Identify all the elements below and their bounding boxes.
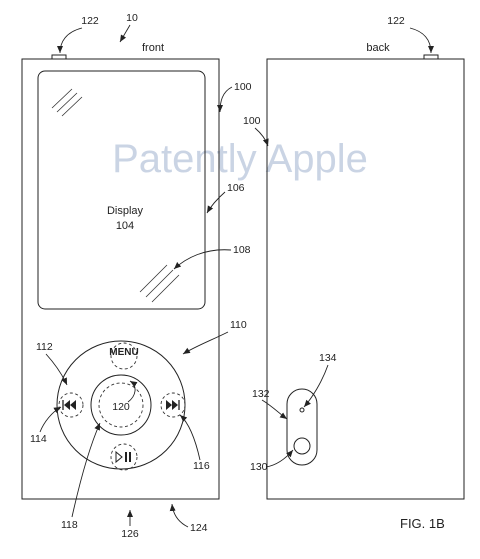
leader-116 (179, 414, 201, 461)
leader-100-front (217, 86, 233, 113)
ref-124: 124 (190, 522, 208, 534)
leader-118 (71, 422, 101, 518)
glare-marks-bottom (139, 264, 180, 303)
leader-108 (173, 249, 232, 270)
ref-114: 114 (30, 433, 47, 445)
leader-110 (182, 331, 229, 355)
ref-122-back: 122 (387, 15, 405, 27)
leader-114 (39, 406, 62, 433)
back-body (266, 58, 465, 500)
display-label: Display (107, 205, 144, 217)
leader-132 (261, 399, 288, 420)
center-button-zone (98, 382, 144, 428)
ref-108: 108 (233, 244, 251, 256)
leader-100-back (254, 127, 269, 147)
next-zone (160, 392, 186, 418)
camera-lens (293, 437, 311, 455)
ref-110: 110 (230, 319, 247, 331)
leader-120 (127, 380, 138, 403)
glare-marks-top (51, 88, 83, 117)
play-pause-icon (115, 450, 131, 464)
ref-106: 106 (227, 182, 245, 194)
camera-housing (286, 388, 318, 466)
menu-zone (110, 342, 138, 370)
ref-126: 126 (121, 528, 139, 540)
front-top-button (51, 54, 67, 60)
back-top-button (423, 54, 439, 60)
leader-130 (265, 449, 294, 468)
ref-100-back: 100 (243, 115, 261, 127)
watermark-text: Patently Apple (112, 137, 368, 181)
ref-112: 112 (36, 341, 53, 353)
leader-10 (119, 24, 131, 43)
microphone-hole (299, 407, 305, 413)
menu-label: MENU (109, 347, 138, 358)
ref-118: 118 (61, 519, 78, 531)
leader-112 (45, 353, 68, 386)
ref-120: 120 (112, 401, 130, 413)
ref-10: 10 (126, 12, 138, 24)
leader-122-back (409, 27, 434, 54)
front-title: front (142, 42, 164, 54)
leader-122-front (57, 27, 83, 54)
leader-106 (206, 191, 226, 214)
previous-icon (62, 400, 76, 410)
next-icon (166, 400, 180, 410)
center-button (90, 374, 152, 436)
ref-132: 132 (252, 388, 270, 400)
ref-100-front: 100 (234, 81, 252, 93)
ref-134: 134 (319, 352, 337, 364)
previous-zone (58, 392, 84, 418)
leader-134 (303, 364, 329, 408)
back-title: back (366, 42, 390, 54)
leader-124 (169, 503, 189, 528)
front-device: Display 104 MENU (21, 54, 220, 500)
display-screen (37, 70, 206, 310)
leader-lines (39, 24, 434, 528)
ref-116: 116 (193, 460, 210, 472)
front-body (21, 58, 220, 500)
ref-130: 130 (250, 461, 268, 473)
display-number: 104 (116, 220, 134, 232)
figure-label: FIG. 1B (400, 516, 445, 531)
play-pause-zone (110, 443, 138, 471)
ref-122-front: 122 (81, 15, 99, 27)
back-device (266, 54, 465, 500)
